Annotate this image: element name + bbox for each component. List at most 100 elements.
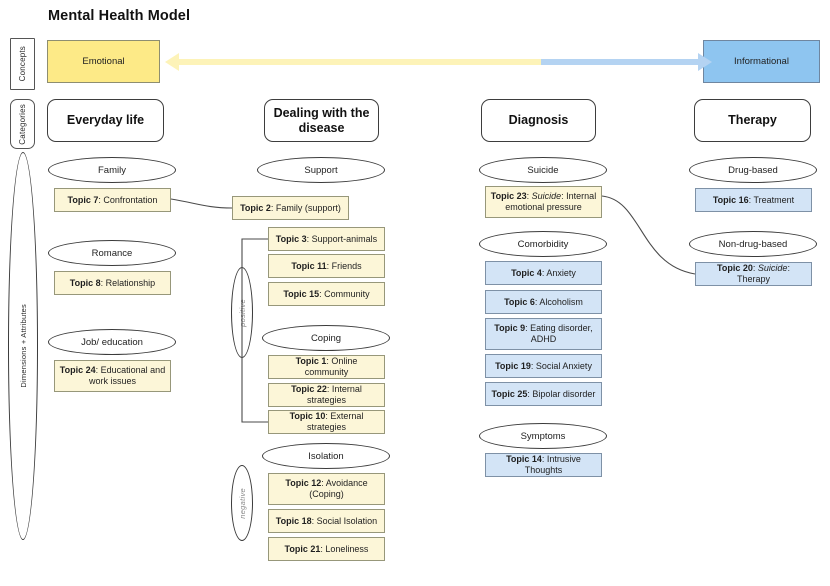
topic-box-25[interactable]: Topic 25: Bipolar disorder [485, 382, 602, 406]
rail-label-dimensions: Dimensions + Attributes [8, 152, 38, 540]
rail-label-categories: Categories [10, 99, 35, 149]
polarity-negative: negative [231, 465, 253, 541]
topic-9-text: : Eating disorder, ADHD [525, 323, 593, 344]
topic-box-9[interactable]: Topic 9: Eating disorder, ADHD [485, 318, 602, 350]
topic-25-number: Topic 25 [491, 388, 528, 399]
topic-8-number: Topic 8 [69, 277, 101, 288]
topic-9-number: Topic 9 [494, 323, 526, 334]
rail-label-concepts-text: Concepts [18, 46, 27, 82]
topic-24-text: : Educational and work issues [88, 365, 166, 386]
topic-20-number: Topic 20 [717, 263, 753, 274]
dimension-coping-label: Coping [310, 332, 342, 344]
concept-emotional-label: Emotional [82, 56, 125, 67]
topic-23-number: Topic 23 [490, 191, 527, 202]
rail-label-categories-text: Categories [18, 103, 27, 145]
dimension-coping[interactable]: Coping [262, 325, 390, 351]
topic-16-text: : Treatment [748, 194, 795, 205]
connector-topic23-topic20 [601, 195, 696, 275]
topic-14-text: : Intrusive Thoughts [524, 454, 581, 475]
category-header-diagnosis-label: Diagnosis [508, 113, 569, 128]
connector-topic7-topic2 [170, 198, 233, 209]
topic-8-text: : Relationship [100, 277, 156, 288]
dimension-non-drug-based[interactable]: Non-drug-based [689, 231, 817, 257]
dimension-suicide[interactable]: Suicide [479, 157, 607, 183]
topic-box-12[interactable]: Topic 12: Avoidance (Coping) [268, 473, 385, 505]
topic-10-text: : External strategies [306, 411, 364, 432]
arrow-right-head-icon [698, 53, 712, 71]
dimension-drug-based-label: Drug-based [728, 164, 778, 176]
polarity-positive: positive [231, 267, 253, 358]
category-header-everyday-life[interactable]: Everyday life [47, 99, 164, 142]
topic-11-number: Topic 11 [291, 260, 327, 271]
topic-box-18[interactable]: Topic 18: Social Isolation [268, 509, 385, 533]
topic-1-number: Topic 1 [295, 356, 327, 367]
category-header-dealing-with-the-disease[interactable]: Dealing with the disease [264, 99, 379, 142]
topic-box-15[interactable]: Topic 15: Community [268, 282, 385, 306]
topic-18-number: Topic 18 [275, 515, 312, 526]
topic-25-text: : Bipolar disorder [527, 388, 596, 399]
concept-informational[interactable]: Informational [703, 40, 820, 83]
topic-3-number: Topic 3 [275, 233, 307, 244]
topic-21-number: Topic 21 [284, 543, 321, 554]
dimension-support-label: Support [304, 164, 338, 176]
arrow-bar-informational [541, 59, 699, 65]
category-header-therapy[interactable]: Therapy [694, 99, 811, 142]
polarity-positive-label: positive [237, 298, 247, 327]
topic-24-number: Topic 24 [59, 365, 96, 376]
topic-box-11[interactable]: Topic 11: Friends [268, 254, 385, 278]
concept-emotional[interactable]: Emotional [47, 40, 160, 83]
topic-14-number: Topic 14 [506, 454, 542, 465]
topic-box-24[interactable]: Topic 24: Educational and work issues [54, 360, 171, 392]
dimension-symptoms-label: Symptoms [520, 430, 566, 442]
dimension-drug-based[interactable]: Drug-based [689, 157, 817, 183]
topic-19-number: Topic 19 [495, 360, 531, 371]
dimension-comorbidity[interactable]: Comorbidity [479, 231, 607, 257]
topic-box-2[interactable]: Topic 2: Family (support) [232, 196, 349, 220]
dimension-symptoms[interactable]: Symptoms [479, 423, 607, 449]
topic-19-text: : Social Anxiety [530, 360, 592, 371]
topic-box-10[interactable]: Topic 10: External strategies [268, 410, 385, 434]
topic-box-6[interactable]: Topic 6: Alcoholism [485, 290, 602, 314]
dimension-family[interactable]: Family [48, 157, 176, 183]
topic-4-text: : Anxiety [541, 267, 576, 278]
topic-box-14[interactable]: Topic 14: Intrusive Thoughts [485, 453, 602, 477]
category-header-therapy-label: Therapy [728, 113, 777, 128]
topic-22-text: : Internal strategies [306, 384, 362, 405]
concept-informational-label: Informational [734, 56, 789, 67]
topic-7-text: : Confrontation [98, 194, 158, 205]
dimension-job-education-label: Job/ education [81, 336, 143, 348]
topic-box-1[interactable]: Topic 1: Online community [268, 355, 385, 379]
arrow-left-head-icon [165, 53, 179, 71]
arrow-bar-emotional [178, 59, 541, 65]
topic-box-8[interactable]: Topic 8: Relationship [54, 271, 171, 295]
topic-box-23[interactable]: Topic 23: Suicide: Internal emotional pr… [485, 186, 602, 218]
topic-box-21[interactable]: Topic 21: Loneliness [268, 537, 385, 561]
category-header-diagnosis[interactable]: Diagnosis [481, 99, 596, 142]
topic-6-number: Topic 6 [504, 296, 535, 307]
dimension-romance[interactable]: Romance [48, 240, 176, 266]
dimension-support[interactable]: Support [257, 157, 385, 183]
polarity-negative-label: negative [237, 487, 247, 519]
topic-12-text: : Avoidance (Coping) [309, 478, 368, 499]
dimension-suicide-label: Suicide [527, 164, 559, 176]
rail-label-concepts: Concepts [10, 38, 35, 90]
topic-box-22[interactable]: Topic 22: Internal strategies [268, 383, 385, 407]
topic-box-3[interactable]: Topic 3: Support-animals [268, 227, 385, 251]
topic-12-number: Topic 12 [285, 478, 322, 489]
topic-21-text: : Loneliness [320, 543, 369, 554]
topic-10-number: Topic 10 [289, 411, 326, 422]
topic-box-19[interactable]: Topic 19: Social Anxiety [485, 354, 602, 378]
topic-22-number: Topic 22 [291, 384, 327, 395]
topic-18-text: : Social Isolation [311, 515, 378, 526]
topic-1-text: : Online community [304, 356, 358, 377]
topic-box-20[interactable]: Topic 20: Suicide: Therapy [695, 262, 812, 286]
dimension-job-education[interactable]: Job/ education [48, 329, 176, 355]
category-header-everyday-life-label: Everyday life [66, 113, 145, 128]
dimension-non-drug-based-label: Non-drug-based [718, 238, 788, 250]
topic-box-16[interactable]: Topic 16: Treatment [695, 188, 812, 212]
dimension-isolation[interactable]: Isolation [262, 443, 390, 469]
topic-box-7[interactable]: Topic 7: Confrontation [54, 188, 171, 212]
topic-box-4[interactable]: Topic 4: Anxiety [485, 261, 602, 285]
topic-2-text: : Family (support) [270, 202, 341, 213]
